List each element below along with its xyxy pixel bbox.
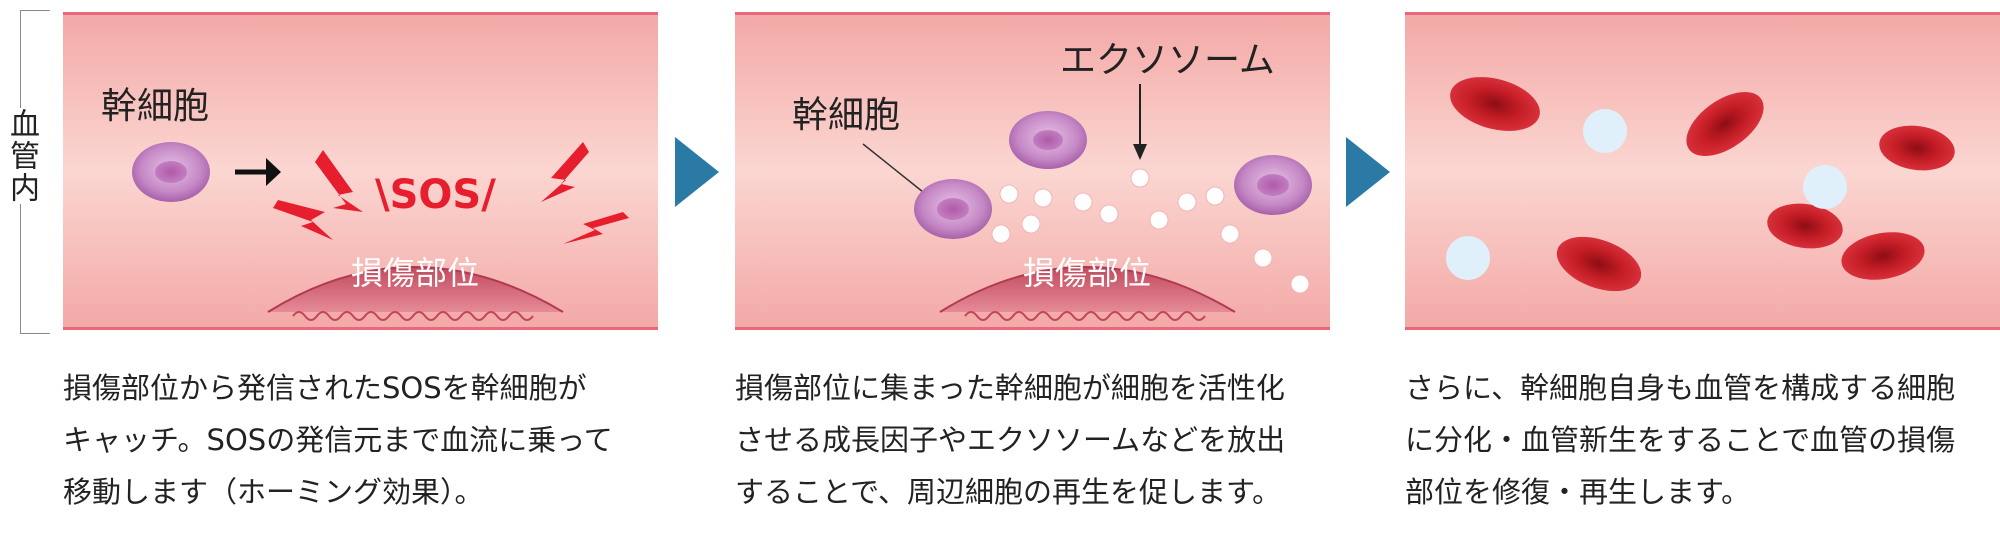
caption-line: することで、周辺細胞の再生を促します。 xyxy=(735,475,1282,509)
exosome-particles xyxy=(991,168,1310,294)
panel-homing: 幹細胞 \SOS/ 損傷部位 xyxy=(63,12,658,330)
caption-line: 損傷部位に集まった幹細胞が細胞を活性化 xyxy=(735,371,1285,405)
caption-homing: 損傷部位から発信されたSOSを幹細胞が キャッチ。SOSの発信元まで血流に乗って… xyxy=(63,362,683,518)
exosome-arrow-icon xyxy=(1133,84,1147,160)
red-blood-cell xyxy=(1686,92,1764,156)
panel-secretion: 幹細胞 エクソソーム xyxy=(735,12,1330,330)
injury-site xyxy=(939,266,1236,321)
injury-label: 損傷部位 xyxy=(1023,254,1151,292)
white-cell xyxy=(1583,109,1627,153)
vessel-background xyxy=(1405,12,2000,330)
red-blood-cells xyxy=(1450,77,1955,292)
caption-line: に分化・血管新生をすることで血管の損傷 xyxy=(1405,423,1956,457)
caption-line: させる成長因子やエクソソームなどを放出 xyxy=(735,423,1286,457)
white-cell xyxy=(1803,165,1847,209)
stem-cell xyxy=(914,179,992,239)
white-cell xyxy=(1446,236,1490,280)
arrow-next-icon xyxy=(675,137,719,207)
stem-cell xyxy=(1009,111,1087,169)
caption-regeneration: さらに、幹細胞自身も血管を構成する細胞 に分化・血管新生をすることで血管の損傷 … xyxy=(1405,362,2000,518)
red-blood-cell xyxy=(1450,77,1540,131)
stem-cell xyxy=(1234,155,1312,215)
red-blood-cell xyxy=(1556,236,1642,292)
sos-text: \SOS/ xyxy=(375,172,496,218)
arrow-next-icon xyxy=(1346,137,1390,207)
red-blood-cell xyxy=(1841,232,1925,280)
red-blood-cell xyxy=(1879,125,1955,171)
caption-line: キャッチ。SOSの発信元まで血流に乗って xyxy=(63,423,613,457)
leader-line xyxy=(862,143,924,193)
stem-cell xyxy=(132,142,210,202)
caption-line: 損傷部位から発信されたSOSを幹細胞が xyxy=(63,371,587,405)
red-blood-cell xyxy=(1767,203,1843,249)
side-label: 血管内 xyxy=(0,108,40,204)
caption-line: さらに、幹細胞自身も血管を構成する細胞 xyxy=(1405,371,1956,405)
injury-label: 損傷部位 xyxy=(351,254,479,292)
panel-regeneration xyxy=(1405,12,2000,330)
lightning-icons xyxy=(273,142,629,244)
caption-secretion: 損傷部位に集まった幹細胞が細胞を活性化 させる成長因子やエクソソームなどを放出 … xyxy=(735,362,1355,518)
stem-cell-label: 幹細胞 xyxy=(101,86,209,127)
caption-line: 移動します（ホーミング効果）。 xyxy=(63,475,484,509)
arrow-right-icon xyxy=(235,158,281,186)
injury-site xyxy=(267,266,564,321)
stem-cell-label: 幹細胞 xyxy=(792,95,900,136)
white-cells xyxy=(1446,109,1847,280)
exosome-label: エクソソーム xyxy=(1060,40,1275,81)
caption-line: 部位を修復・再生します。 xyxy=(1405,475,1751,509)
